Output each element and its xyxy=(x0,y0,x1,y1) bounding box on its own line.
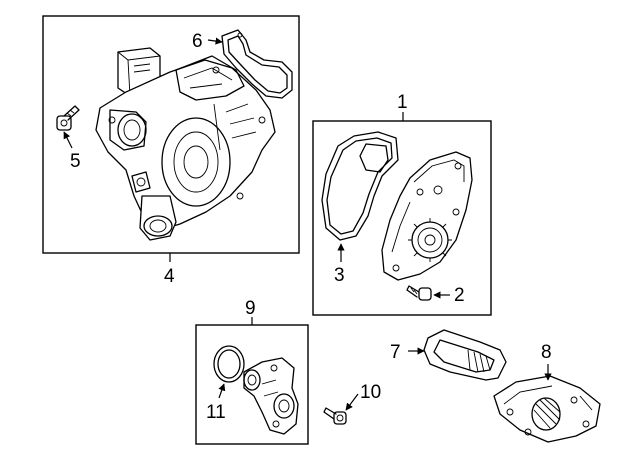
bolt-10-illustration xyxy=(323,407,347,425)
o-ring-11-illustration xyxy=(213,345,245,383)
housing-assembly-illustration xyxy=(95,47,276,241)
callout-4: 4 xyxy=(164,266,175,287)
gasket-6-illustration xyxy=(221,29,293,99)
callout-6: 6 xyxy=(192,31,203,52)
cover-8-illustration xyxy=(493,375,601,443)
leader-11 xyxy=(218,383,226,399)
bolt-5-illustration xyxy=(56,105,80,131)
gasket-3-illustration xyxy=(321,131,399,241)
leader-6 xyxy=(207,37,223,45)
group-box-housing xyxy=(42,15,300,254)
callout-8: 8 xyxy=(541,342,552,363)
callout-9: 9 xyxy=(245,298,256,319)
leader-10 xyxy=(345,393,359,411)
callout-2: 2 xyxy=(454,285,465,306)
leader-5 xyxy=(63,131,73,149)
bolt-2-illustration xyxy=(406,285,432,301)
belt-7-illustration xyxy=(423,329,507,381)
callout-10: 10 xyxy=(360,382,381,403)
callout-1: 1 xyxy=(397,92,408,113)
thermostat-illustration xyxy=(243,357,299,435)
water-pump-illustration xyxy=(381,151,473,281)
callout-11: 11 xyxy=(206,402,226,423)
callout-3: 3 xyxy=(334,265,345,286)
callout-5: 5 xyxy=(70,151,81,172)
group-box-water-pump xyxy=(312,120,492,316)
callout-7: 7 xyxy=(390,342,401,363)
